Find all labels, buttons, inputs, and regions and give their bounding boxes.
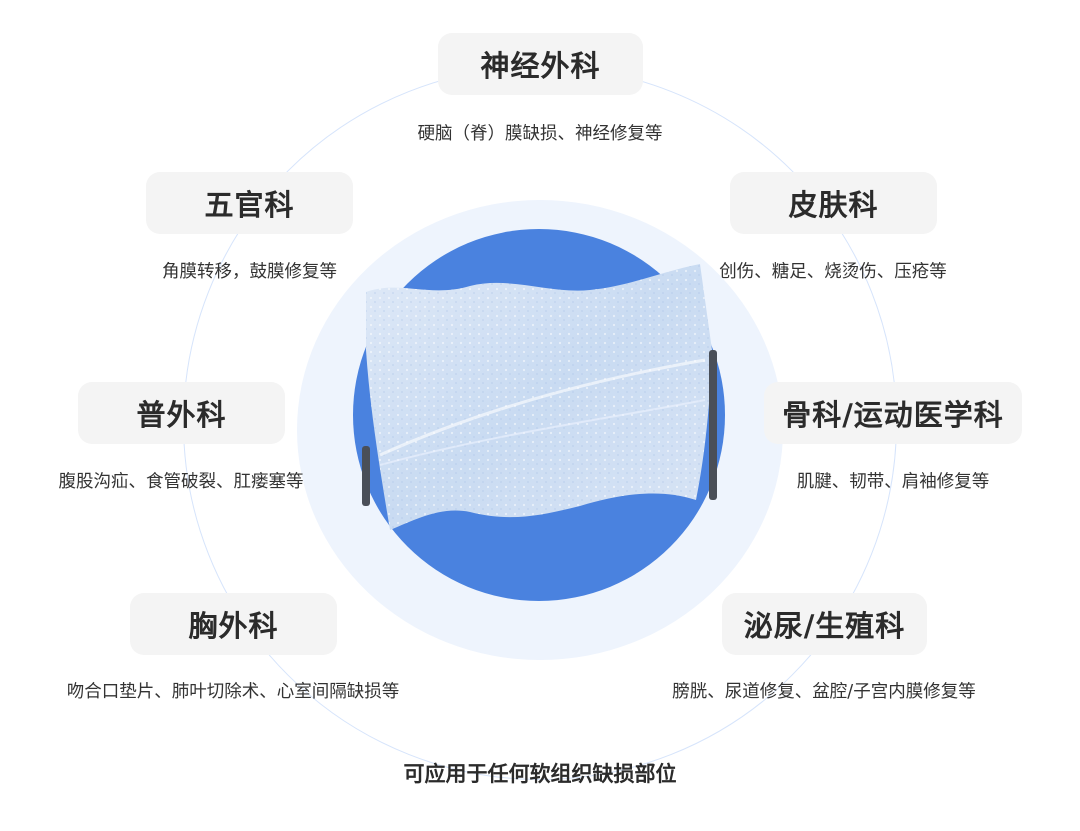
footer-caption: 可应用于任何软组织缺损部位 <box>403 762 677 786</box>
category-general-surgery: 普外科 <box>78 382 285 444</box>
desc-urology: 膀胱、尿道修复、盆腔/子宫内膜修复等 <box>672 682 976 702</box>
desc-neurosurgery: 硬脑（脊）膜缺损、神经修复等 <box>417 124 663 144</box>
desc-thoracic: 吻合口垫片、肺叶切除术、心室间隔缺损等 <box>66 682 400 702</box>
category-ent: 五官科 <box>146 172 353 234</box>
desc-orthopedics: 肌腱、韧带、肩袖修复等 <box>796 472 990 492</box>
forceps-right-icon <box>709 350 717 500</box>
membrane-image <box>362 264 717 530</box>
category-urology: 泌尿/生殖科 <box>722 593 927 655</box>
desc-ent: 角膜转移，鼓膜修复等 <box>162 262 337 282</box>
category-thoracic: 胸外科 <box>130 593 337 655</box>
desc-general-surgery: 腹股沟疝、食管破裂、肛瘘塞等 <box>58 472 304 492</box>
category-dermatology: 皮肤科 <box>730 172 937 234</box>
forceps-left-icon <box>362 446 370 506</box>
category-orthopedics: 骨科/运动医学科 <box>764 382 1022 444</box>
category-neurosurgery: 神经外科 <box>438 33 643 95</box>
desc-dermatology: 创伤、糖足、烧烫伤、压疮等 <box>719 262 947 282</box>
